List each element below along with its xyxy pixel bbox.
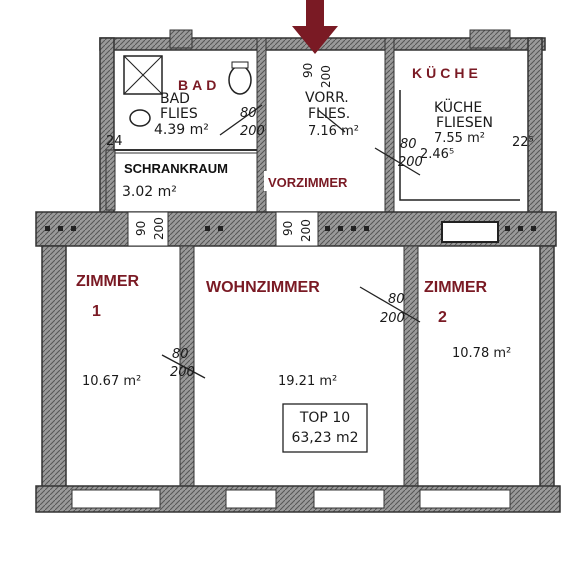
wall-right-lower (539, 245, 555, 512)
wall-right-upper (527, 37, 543, 214)
dim-24: 24 (106, 134, 123, 149)
wohnzimmer-area: 19.21 m² (278, 374, 337, 389)
bad-note-bottom: FLIES (160, 106, 198, 122)
unit-name: TOP 10 (299, 410, 350, 426)
kueche-door-height: 200 (398, 155, 423, 170)
zimmer2-area: 10.78 m² (452, 346, 511, 361)
kueche-note-top: KÜCHE (434, 98, 482, 116)
wall-zimmer2-divider (403, 245, 419, 512)
kitchen-counter (399, 90, 520, 201)
zimmer1-door-height: 200 (170, 365, 195, 380)
wohnzimmer-door-width: 80 (388, 292, 405, 307)
room-label-zimmer1: ZIMMER (76, 273, 140, 290)
vorzimmer-door-height: 200 (319, 65, 333, 88)
wall-segment (469, 29, 511, 49)
room-label-vorzimmer: VORZIMMER (268, 175, 348, 190)
schrankraum-door-height: 200 (152, 217, 166, 240)
room-label-bad: BAD (178, 77, 220, 93)
bad-door-width: 80 (240, 106, 257, 121)
kueche-note-bottom: FLIESEN (436, 115, 493, 131)
wall-vents (45, 226, 536, 231)
door-opening-kitchen (441, 221, 499, 243)
unit-total-area: 63,23 m2 (291, 430, 358, 446)
schrankraum-door-width: 90 (134, 221, 148, 236)
kueche-area: 7.55 m² (434, 131, 485, 146)
room-number-zimmer2: 2 (438, 309, 447, 326)
vorzimmer-door-width: 90 (301, 63, 315, 78)
room-label-wohnzimmer: WOHNZIMMER (206, 279, 320, 296)
vorzimmer-note-top: VORR. (305, 90, 349, 106)
wall-kitchen-divider (384, 37, 395, 214)
vorzimmer-note-bottom: FLIES. (308, 106, 350, 122)
label-bg (264, 171, 380, 191)
bad-door-height: 200 (240, 124, 265, 139)
door-opening-schrankraum (127, 211, 169, 247)
vorzimmer-area: 7.16 m² (308, 124, 359, 139)
zimmer1-door-width: 80 (172, 347, 189, 362)
washbasin (129, 109, 151, 127)
vorzimmer-lower-door-height: 200 (299, 219, 313, 242)
bad-area: 4.39 m² (154, 122, 209, 138)
toilet (231, 61, 249, 69)
kueche-door-width: 80 (400, 137, 417, 152)
kueche-side-dim: 22⁵ (512, 135, 534, 150)
room-label-kueche: KÜCHE (412, 65, 482, 81)
shower-tray (123, 55, 163, 95)
arrow-down-icon (292, 0, 338, 54)
windows (71, 489, 511, 509)
room-label-schrankraum: SCHRANKRAUM (124, 161, 228, 176)
wall-left-lower (41, 245, 67, 512)
toilet (228, 65, 252, 95)
wohnzimmer-door-height: 200 (380, 311, 405, 326)
room-label-zimmer2: ZIMMER (424, 279, 488, 296)
zimmer1-area: 10.67 m² (82, 374, 141, 389)
unit-box (282, 403, 368, 453)
schrankraum-area: 3.02 m² (122, 184, 177, 200)
wall-schrankraum-left (105, 149, 116, 211)
room-number-zimmer1: 1 (92, 303, 101, 320)
wall-segment (169, 29, 193, 49)
bad-note-top: BAD (160, 91, 190, 107)
vorzimmer-lower-door-width: 90 (281, 221, 295, 236)
door-opening-vorzimmer (275, 211, 319, 247)
label-bg (118, 156, 254, 178)
kueche-height: 2.46⁵ (420, 147, 454, 162)
